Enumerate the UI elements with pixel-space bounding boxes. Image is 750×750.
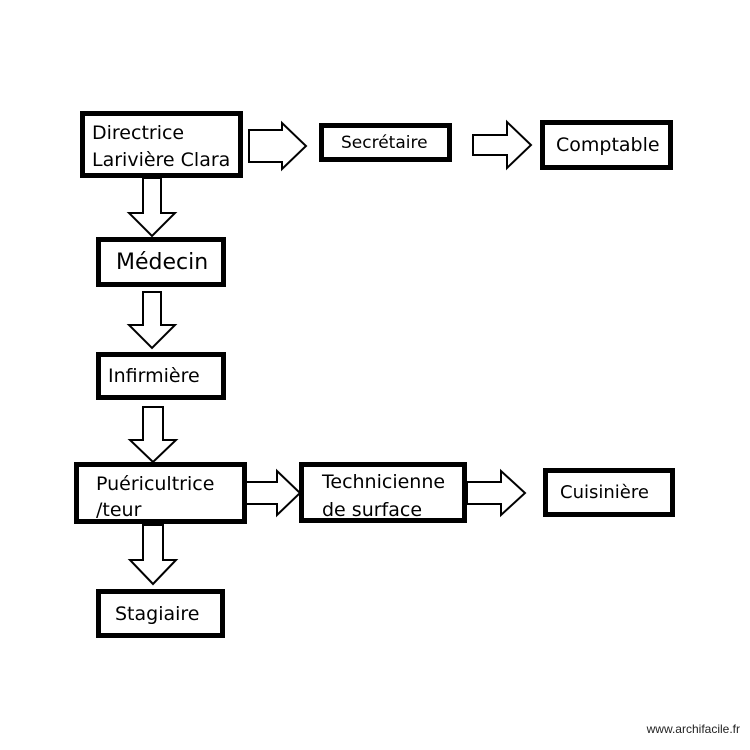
node-medecin: Médecin: [96, 237, 226, 287]
arrow-infirmiere-to-puericultrice: [127, 406, 179, 464]
node-cuisiniere: Cuisinière: [543, 468, 675, 517]
node-medecin-label: Médecin: [116, 249, 209, 275]
node-comptable: Comptable: [540, 120, 673, 170]
arrow-directrice-to-secretaire: [248, 120, 308, 172]
node-stagiaire-label: Stagiaire: [115, 602, 200, 625]
node-directrice-line2: Larivière Clara: [92, 149, 231, 171]
arrow-secretaire-to-comptable: [472, 119, 533, 171]
node-technicienne: Technicienne de surface: [299, 462, 467, 523]
node-secretaire-label: Secrétaire: [341, 132, 428, 153]
node-cuisiniere-label: Cuisinière: [560, 482, 649, 503]
node-puericultrice: Puéricultrice /teur: [74, 462, 247, 524]
watermark: www.archifacile.fr: [646, 722, 740, 736]
node-technicienne-line2: de surface: [322, 499, 423, 521]
node-secretaire: Secrétaire: [319, 123, 452, 162]
node-directrice-line1: Directrice: [92, 122, 185, 144]
node-technicienne-line1: Technicienne: [322, 471, 446, 493]
arrow-puericultrice-to-technicienne: [243, 468, 302, 518]
arrow-medecin-to-infirmiere: [126, 291, 178, 350]
arrow-puericultrice-to-stagiaire: [127, 524, 179, 586]
node-comptable-label: Comptable: [556, 134, 660, 156]
node-puericultrice-line1: Puéricultrice: [96, 473, 215, 495]
node-directrice: Directrice Larivière Clara: [80, 111, 243, 178]
node-stagiaire: Stagiaire: [96, 589, 225, 638]
node-infirmiere: Infirmière: [96, 352, 226, 400]
node-puericultrice-line2: /teur: [96, 499, 142, 521]
arrow-directrice-to-medecin: [126, 177, 178, 238]
arrow-technicienne-to-cuisiniere: [466, 468, 527, 518]
node-infirmiere-label: Infirmière: [108, 365, 200, 387]
